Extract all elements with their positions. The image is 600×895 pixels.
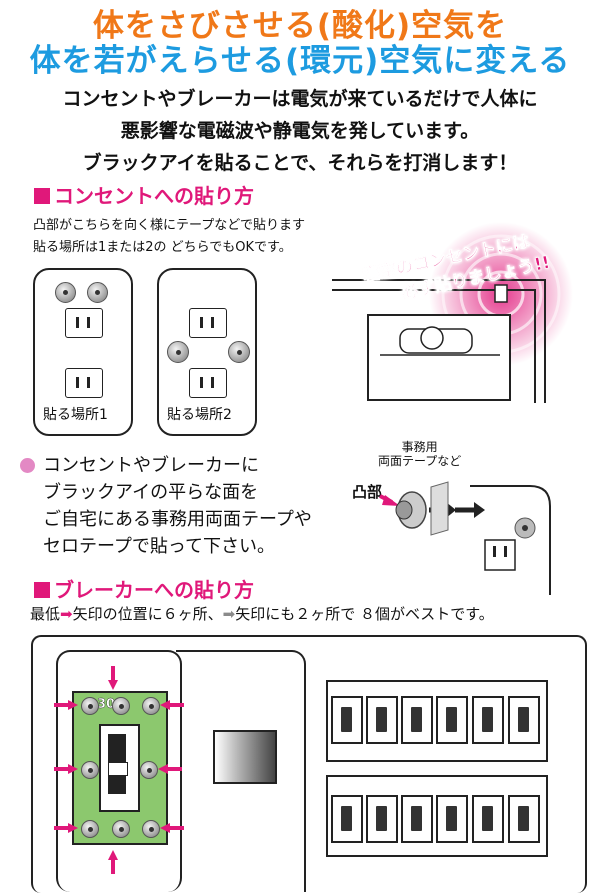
tape-label: 事務用両面テープなど (378, 440, 462, 468)
magenta-arrow-icon (54, 823, 78, 833)
branch-switch (436, 696, 468, 744)
tape-icon (430, 481, 449, 536)
breaker-panel (31, 635, 587, 893)
magenta-arrow-icon: ➡ (60, 605, 73, 623)
section-square-icon (34, 582, 50, 598)
branch-switch (331, 795, 363, 843)
headline-line1: 体をさびさせる(酸化)空気を (92, 7, 508, 45)
branch-switch (331, 696, 363, 744)
outlet-section-title: コンセントへの貼り方 (34, 180, 254, 209)
socket-icon (189, 368, 227, 398)
magenta-arrow-icon (158, 764, 182, 774)
outlet-plate-2: 貼る場所2 (157, 268, 257, 436)
magenta-arrow-icon (160, 823, 184, 833)
branch-switch (401, 795, 433, 843)
branch-switch (472, 696, 504, 744)
branch-switch (472, 795, 504, 843)
tape-diagram (379, 481, 551, 595)
intro-line-3: ブラックアイを貼ることで、それらを打消します！ (82, 152, 518, 174)
black-eye-icon (81, 697, 99, 715)
black-eye-icon (228, 341, 250, 363)
place-label-1: 貼る場所1 (43, 407, 108, 423)
branch-breakers-bottom (326, 775, 548, 857)
breaker-instruction: 最低➡矢印の位置に６ヶ所、➡矢印にも２ヶ所で ８個がベストです。 (30, 605, 494, 623)
black-eye-icon (81, 761, 99, 779)
magenta-arrow-icon (108, 850, 118, 874)
outlet-note-1: 凸部がこちらを向く様にテープなどで貼ります (33, 218, 305, 233)
socket-icon (189, 308, 227, 338)
magenta-arrow-icon (382, 495, 400, 506)
socket-icon (484, 539, 516, 571)
wall-outlet-icon (494, 284, 508, 303)
gray-arrow-icon: ➡ (222, 605, 236, 623)
section-square-icon (34, 188, 50, 204)
black-eye-icon (142, 820, 160, 838)
branch-switch (508, 696, 540, 744)
socket-icon (65, 308, 103, 338)
outlet-plate-1: 貼る場所1 (33, 268, 133, 436)
black-eye-icon (112, 820, 130, 838)
branch-switch (366, 795, 398, 843)
magenta-arrow-icon (108, 666, 118, 690)
black-eye-icon (142, 697, 160, 715)
breaker-arrows (54, 666, 184, 874)
convex-label: 凸部 (352, 483, 383, 501)
black-eye-icon (167, 341, 189, 363)
bedroom-illustration (332, 222, 573, 403)
branch-switch (366, 696, 398, 744)
socket-icon (65, 368, 103, 398)
black-eye-icon (55, 282, 76, 303)
tape-line-3: ご自宅にある事務用両面テープや (43, 509, 312, 530)
magenta-arrow-icon (54, 700, 78, 710)
magenta-arrow-icon (160, 700, 184, 710)
bed-icon (367, 314, 511, 401)
black-eye-icon (140, 761, 158, 779)
breaker-section-title: ブレーカーへの貼り方 (34, 574, 254, 603)
magenta-arrow-icon (54, 764, 78, 774)
sleeper-face-icon (420, 326, 444, 350)
tape-line-1: コンセントやブレーカーに (43, 455, 259, 476)
black-eye-icon (87, 282, 108, 303)
intro-line-1: コンセントやブレーカーは電気が来ているだけで人体に (62, 88, 538, 110)
black-eye-icon (81, 820, 99, 838)
tape-instructions: コンセントやブレーカーに ブラックアイの平らな面を ご自宅にある事務用両面テープ… (43, 452, 312, 560)
headline-line2: 体を若がえらせる(環元)空気に変える (29, 43, 571, 79)
branch-breakers-top (326, 680, 548, 762)
main-breaker-switch (99, 724, 140, 812)
tape-line-4: セロテープで貼って下さい。 (43, 536, 276, 557)
branch-switch (436, 795, 468, 843)
tape-line-2: ブラックアイの平らな面を (43, 482, 259, 503)
branch-switch (401, 696, 433, 744)
outlet-note-2: 貼る場所は1または2の どちらでもOKです。 (33, 240, 292, 255)
meter-panel (213, 730, 277, 784)
branch-switch (508, 795, 540, 843)
intro-line-2: 悪影響な電磁波や静電気を発しています。 (120, 120, 480, 142)
breaker-cover (176, 650, 306, 892)
place-label-2: 貼る場所2 (167, 407, 232, 423)
bullet-dot-icon (20, 458, 35, 473)
black-eye-icon (112, 697, 130, 715)
